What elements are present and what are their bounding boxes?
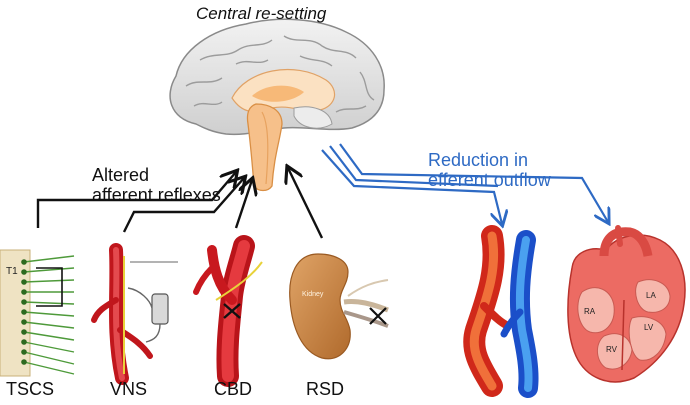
tscs-illustration (0, 249, 75, 377)
afferent-label-line1: Altered (92, 165, 150, 185)
afferent-arrow-tscs (36, 172, 236, 228)
heart-chamber-la: LA (646, 291, 656, 300)
afferent-arrow-rsd (288, 168, 324, 239)
afferent-arrows (36, 168, 324, 239)
heart-chamber-rv: RV (606, 345, 618, 354)
technique-label-tscs: TSCS (6, 379, 55, 399)
afferent-arrow-vns (122, 178, 244, 233)
efferent-arrow-heart (339, 143, 608, 222)
heart-chamber-ra: RA (584, 307, 596, 316)
afferent-label: Altered afferent reflexes (92, 165, 221, 205)
heart-chamber-lv: LV (644, 323, 654, 332)
afferent-arrow-cbd (234, 180, 252, 229)
brain-illustration (169, 18, 385, 192)
efferent-label-line1: Reduction in (428, 150, 529, 170)
efferent-arrow-vessels-inner (329, 145, 499, 188)
vns-illustration (91, 243, 178, 385)
technique-label-vns: VNS (110, 379, 148, 399)
heart-illustration (567, 225, 686, 383)
technique-label-cbd: CBD (214, 379, 253, 399)
kidney-text: Kidney (302, 291, 324, 298)
rsd-illustration (289, 253, 389, 360)
efferent-label-line2: efferent outflow (428, 170, 551, 190)
central-resetting-title: Central re-setting (196, 4, 327, 23)
vessels-illustration (463, 225, 539, 398)
afferent-label-line2: afferent reflexes (92, 185, 221, 205)
efferent-arrow-vessels (321, 149, 502, 224)
efferent-arrows (321, 143, 608, 224)
efferent-label: Reduction in efferent outflow (428, 150, 551, 190)
technique-label-rsd: RSD (306, 379, 345, 399)
tscs-marker-text: T1 (6, 266, 18, 277)
cbd-illustration (193, 235, 263, 387)
